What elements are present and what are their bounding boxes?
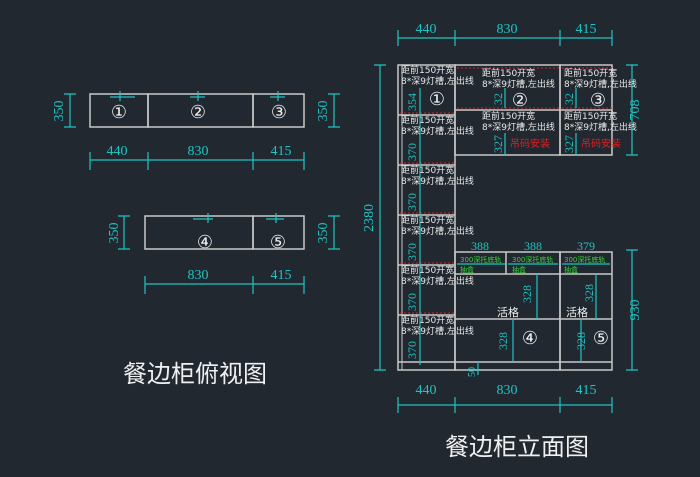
height-dim: 370 [405, 193, 419, 211]
height-dim: 370 [405, 243, 419, 261]
drawer-box-note: 抽盒 [564, 265, 578, 274]
width-dim: 440 [416, 22, 437, 37]
label-1: ① [429, 89, 445, 109]
depth-dim: 350 [316, 101, 331, 122]
width-dim: 830 [497, 22, 518, 37]
width-dim: 440 [107, 144, 128, 159]
shelf-note: 8*深9灯槽,左出线 [564, 121, 637, 133]
height-dim: 32 [562, 93, 576, 105]
width-dim: 415 [271, 144, 292, 159]
label-4: ④ [522, 328, 538, 348]
width-dim: 830 [188, 144, 209, 159]
shelf-note: 8*深9灯槽,左出线 [401, 175, 474, 187]
label-2: ② [512, 90, 528, 110]
width-dim: 415 [271, 268, 292, 283]
elevation-view-title: 餐边柜立面图 [445, 433, 589, 461]
height-dim: 370 [405, 293, 419, 311]
height-dim: 327 [491, 135, 505, 153]
adjustable-shelf-note: 活格 [497, 305, 519, 319]
cabinet-5-elevation [559, 251, 613, 371]
shelf-note: 距前150开宽 [482, 67, 535, 79]
drawer-box-note: 抽盒 [512, 265, 526, 274]
width-dim: 830 [188, 268, 209, 283]
elevation: 440 830 415 440 830 415 2380 708 930 距前1… [362, 22, 643, 413]
height-dim: 328 [520, 285, 534, 303]
height-dim: 354 [405, 93, 419, 111]
height-dim: 370 [405, 143, 419, 161]
shelf-note: 距前150开宽 [564, 110, 617, 122]
shelf-note: 距前150开宽 [564, 67, 617, 79]
width-dim: 440 [416, 383, 437, 398]
drawer-width-dim: 388 [471, 239, 489, 253]
depth-dim: 350 [107, 223, 122, 244]
shelf-note: 8*深9灯槽,左出线 [401, 125, 474, 137]
label-3: ③ [271, 102, 287, 122]
height-dim: 328 [496, 332, 510, 350]
drawer-width-dim: 379 [577, 239, 595, 253]
total-height-dim: 2380 [362, 204, 377, 232]
label-4: ④ [197, 232, 213, 252]
drawer-rail-note: 300深托底轨 [512, 255, 553, 264]
shelf-note: 距前150开宽 [482, 110, 535, 122]
shelf-note: 8*深9灯槽,左出线 [482, 78, 555, 90]
width-dim: 415 [576, 383, 597, 398]
shelf-note: 距前150开宽 [401, 164, 454, 176]
drawer-box-note: 抽盒 [460, 265, 474, 274]
label-3: ③ [590, 90, 606, 110]
shelf-note: 距前150开宽 [401, 114, 454, 126]
shelf-note: 距前150开宽 [401, 264, 454, 276]
drawer-rail-note: 300深托底轨 [460, 255, 501, 264]
depth-dim: 350 [316, 223, 331, 244]
height-dim: 328 [582, 284, 596, 302]
height-dim: 370 [405, 341, 419, 359]
width-dim: 830 [497, 383, 518, 398]
upper-height-dim: 708 [628, 100, 643, 121]
shelf-note: 距前150开宽 [401, 64, 454, 76]
depth-dim: 350 [52, 101, 67, 122]
shelf-note: 8*深9灯槽,左出线 [401, 275, 474, 287]
shelf-note: 8*深9灯槽,左出线 [482, 121, 555, 133]
lower-height-dim: 930 [628, 300, 643, 321]
plan-row-1: ① ② ③ 440 830 415 350 350 [52, 91, 340, 170]
shelf-note: 8*深9灯槽,左出线 [401, 75, 474, 87]
hanger-note: 吊码安装 [581, 137, 621, 150]
cabinet-1-elevation [397, 64, 456, 371]
label-1: ① [111, 102, 127, 122]
height-dim: 327 [562, 135, 576, 153]
shelf-note: 距前150开宽 [401, 314, 454, 326]
cabinet-5-plan [252, 215, 305, 250]
shelf-note: 8*深9灯槽,左出线 [401, 225, 474, 237]
shelf-note: 8*深9灯槽,左出线 [401, 325, 474, 337]
plan-view-title: 餐边柜俯视图 [123, 360, 267, 388]
height-dim: 32 [491, 93, 505, 105]
label-5: ⑤ [270, 232, 286, 252]
plan-row-2: ④ ⑤ 830 415 350 350 [107, 213, 340, 294]
height-dim: 328 [574, 332, 588, 350]
shelf-note: 8*深9灯槽,左出线 [564, 78, 637, 90]
drawer-width-dim: 388 [524, 239, 542, 253]
shelf-note: 距前150开宽 [401, 214, 454, 226]
plinth-dim: 50 [467, 367, 478, 377]
width-dim: 415 [576, 22, 597, 37]
drawer-rail-note: 300深托底轨 [564, 255, 605, 264]
label-2: ② [190, 102, 206, 122]
label-5: ⑤ [593, 328, 609, 348]
adjustable-shelf-note: 活格 [566, 305, 588, 319]
hanger-note: 吊码安装 [510, 137, 550, 150]
